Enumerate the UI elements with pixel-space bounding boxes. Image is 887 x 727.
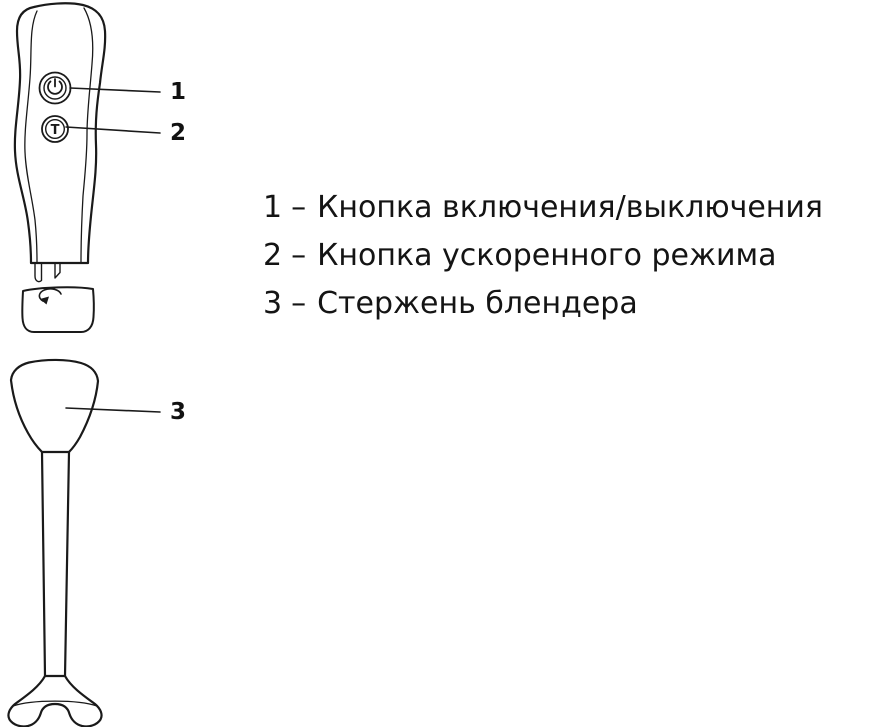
callout-number-2: 2: [170, 120, 187, 146]
body-latch-clips: [34, 262, 61, 283]
leader-line-2: [65, 126, 161, 134]
legend-item-2-text: Кнопка ускоренного режима: [317, 238, 777, 273]
legend-item-3: 3 – Стержень блендера: [263, 286, 823, 334]
turbo-button-inner-ring: [45, 118, 66, 139]
legend-item-3-number: 3: [263, 286, 283, 321]
turbo-button: T: [41, 115, 69, 143]
legend-item-1-number: 1: [263, 190, 283, 225]
power-button-inner-ring: [43, 76, 67, 100]
collar-outline: [21, 286, 95, 333]
turbo-button-outer-ring: [41, 115, 69, 143]
legend-item-2-dash: –: [291, 238, 307, 273]
turbo-button-label: T: [51, 123, 60, 138]
blender-body: T: [13, 2, 107, 333]
callout-number-1: 1: [170, 79, 187, 105]
callout-number-3: 3: [170, 399, 187, 425]
legend-item-2-number: 2: [263, 238, 283, 273]
body-grip-seam-left: [24, 10, 38, 263]
blade-guard: [7, 674, 103, 727]
shaft-stem-right-edge: [63, 450, 71, 678]
parts-legend: 1 – Кнопка включения/выключения 2 – Кноп…: [263, 190, 823, 334]
legend-item-3-dash: –: [291, 286, 307, 321]
shaft-stem-left-edge: [40, 450, 47, 678]
legend-item-2: 2 – Кнопка ускоренного режима: [263, 238, 823, 286]
body-outline: [13, 2, 107, 265]
blade-guard-inner-line: [12, 700, 98, 707]
leader-lines: [65, 87, 161, 413]
legend-item-1: 1 – Кнопка включения/выключения: [263, 190, 823, 238]
leader-line-1: [69, 87, 161, 93]
leader-line-3: [65, 407, 161, 413]
coupling-collar: [21, 286, 95, 333]
legend-item-1-text: Кнопка включения/выключения: [317, 190, 823, 225]
legend-item-1-dash: –: [291, 190, 307, 225]
body-grip-seam-right: [80, 7, 94, 263]
power-button: [38, 71, 72, 105]
power-icon: [47, 78, 63, 95]
blender-shaft: [7, 358, 103, 727]
legend-item-3-text: Стержень блендера: [317, 286, 638, 321]
shaft-bell-top: [9, 358, 100, 454]
twist-arrow-icon: [38, 288, 62, 305]
